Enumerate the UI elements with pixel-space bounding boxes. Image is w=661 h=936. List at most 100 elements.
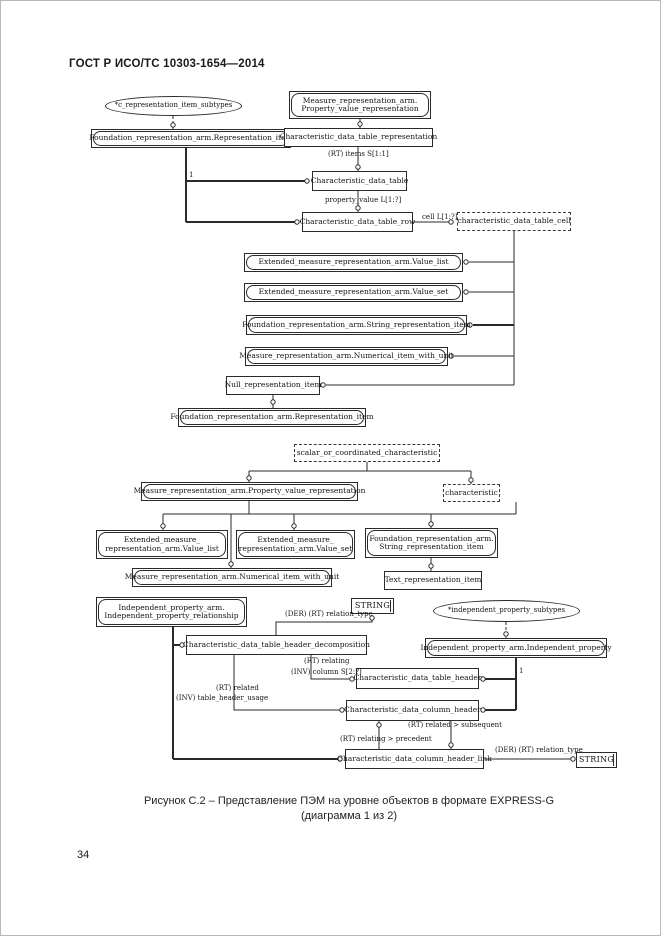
node-label: Characteristic_data_table_header: [353, 673, 482, 683]
node-label-line2: Independent_property_relationship: [104, 611, 239, 620]
node-inner-rounded-box: Measure_representation_arm.Property_valu…: [291, 93, 429, 117]
attr-label-cell: cell L[1:?]: [422, 213, 458, 221]
node-foundation-representation-item-ref-mid: Foundation_representation_arm.Representa…: [170, 408, 374, 427]
node-label: Characteristic_data_table: [310, 175, 409, 185]
node-characteristic-data-column-header: Characteristic_data_column_header: [344, 700, 481, 721]
node-characteristic-data-table-cell: characteristic_data_table_cell: [457, 212, 571, 231]
connector-line: [233, 655, 340, 711]
node-foundation-string-representation-item: Foundation_representation_arm.String_rep…: [365, 528, 498, 558]
node-label: Foundation_representation_arm.String_rep…: [242, 319, 471, 329]
node-label: scalar_or_coordinated_characteristic: [296, 447, 438, 457]
relationship-circle-marker: [480, 707, 486, 713]
relationship-circle-marker: [480, 676, 486, 682]
relationship-circle-marker: [503, 631, 509, 637]
document-header-title: ГОСТ Р ИСО/ТС 10303-1654—2014: [69, 58, 265, 70]
node-label: characteristic: [445, 487, 498, 497]
node-inner-rounded-box: Independent_property_arm.Independent_pro…: [98, 599, 245, 625]
node-characteristic-data-table: Characteristic_data_table: [310, 171, 409, 191]
node-characteristic-data-table-header: Characteristic_data_table_header: [353, 668, 482, 689]
attr-label-rt-related: (RT) related: [216, 684, 259, 692]
node-inner-rounded-box: Foundation_representation_arm.Representa…: [89, 131, 293, 146]
relationship-circle-marker: [428, 563, 434, 569]
node-label: STRING: [354, 600, 391, 610]
node-label-line2: String_representation_item: [379, 542, 484, 551]
node-inner-rounded-box: Measure_representation_arm.Numerical_ite…: [125, 570, 339, 585]
node-independent-property-relationship: Independent_property_arm.Independent_pro…: [96, 597, 247, 627]
node-null-representation-item: Null_representation_item: [224, 376, 322, 395]
relationship-circle-marker: [376, 722, 382, 728]
node-label: Characteristic_data_table_representation: [279, 132, 438, 142]
relationship-circle-marker: [339, 707, 345, 713]
relationship-circle-marker: [355, 164, 361, 170]
relationship-circle-marker: [468, 477, 474, 483]
figure-caption-line2: (диаграмма 1 из 2): [300, 810, 398, 823]
node-inner-rounded-box: Foundation_representation_arm.String_rep…: [242, 317, 471, 333]
node-measure-numerical-item-with-unit-wide: Measure_representation_arm.Numerical_ite…: [239, 347, 454, 366]
attr-label-der-rt-relation-type-bottom: (DER) (RT) relation_type: [495, 746, 583, 754]
node-inner-rounded-box: Measure_representation_arm.Property_valu…: [134, 484, 365, 499]
connector-line: [310, 655, 350, 680]
node-foundation-representation-item-ref-top: Foundation_representation_arm.Representa…: [89, 129, 293, 148]
relationship-circle-marker: [270, 399, 276, 405]
relationship-circle-marker: [357, 121, 363, 127]
attr-label-cardinality-one-left: 1: [189, 171, 194, 179]
node-label-line2: Property_value_representation: [301, 104, 419, 113]
relationship-circle-marker: [294, 219, 300, 225]
attr-label-inv-table-header-usage: (INV) table_header_usage: [176, 694, 269, 702]
relationship-circle-marker: [320, 382, 326, 388]
relationship-circle-marker: [228, 561, 234, 567]
node-label: Null_representation_item: [224, 380, 322, 390]
relationship-circle-marker: [355, 205, 361, 211]
node-string-type-top: STRING: [351, 598, 394, 614]
relationship-circle-marker: [448, 742, 454, 748]
relationship-circle-marker: [246, 475, 252, 481]
node-inner-rounded-box: Foundation_representation_arm.Representa…: [170, 410, 374, 425]
attr-label-rt-relating: (RT) relating: [304, 657, 350, 665]
node-characteristic-data-table-representation: Characteristic_data_table_representation: [280, 128, 437, 147]
node-string-type-bottom: STRING: [576, 752, 617, 768]
node-inner-rounded-box: Independent_property_arm.Independent_pro…: [420, 640, 612, 656]
node-label: STRING: [578, 754, 615, 764]
relationship-circle-marker: [304, 178, 310, 184]
node-inner-rounded-box: Extended_measure_representation_arm.Valu…: [238, 532, 353, 557]
node-label: Measure_representation_arm.Numerical_ite…: [239, 351, 454, 361]
node-independent-property: Independent_property_arm.Independent_pro…: [420, 638, 612, 658]
node-label: Characteristic_data_table_header_decompo…: [182, 639, 371, 649]
node-label: Extended_measure_: [123, 535, 201, 545]
node-label: Extended_measure_representation_arm.Valu…: [258, 257, 449, 267]
node-c-representation-item-subtypes: *c_representation_item_subtypes: [105, 96, 242, 116]
node-characteristic: characteristic: [443, 484, 500, 502]
attr-label-cardinality-one-right: 1: [519, 667, 524, 675]
node-extended-measure-value-set: Extended_measure_representation_arm.Valu…: [236, 530, 355, 559]
node-extended-measure-value-list-wide: Extended_measure_representation_arm.Valu…: [244, 253, 463, 272]
node-inner-rounded-box: Extended_measure_representation_arm.Valu…: [246, 255, 461, 270]
node-inner-rounded-box: Extended_measure_representation_arm.Valu…: [246, 285, 461, 300]
node-scalar-or-coordinated-characteristic: scalar_or_coordinated_characteristic: [294, 444, 440, 462]
node-measure-property-value-representation-ref-mid: Measure_representation_arm.Property_valu…: [134, 482, 365, 501]
node-foundation-string-representation-item-wide: Foundation_representation_arm.String_rep…: [242, 315, 471, 335]
relationship-circle-marker: [349, 676, 355, 682]
node-label: *independent_property_subtypes: [447, 606, 566, 615]
node-label: *c_representation_item_subtypes: [114, 101, 233, 110]
relationship-circle-marker: [291, 523, 297, 529]
node-label: Measure_representation_arm.Numerical_ite…: [124, 572, 340, 582]
node-label: Text_representation_item: [384, 575, 482, 585]
relationship-circle-marker: [448, 219, 454, 225]
node-label: Measure_representation_arm.: [302, 95, 418, 105]
relationship-circle-marker: [179, 642, 185, 648]
node-characteristic-data-column-header-link: Characteristic_data_column_header_link: [337, 749, 492, 769]
attr-label-rt-relating-precedent: (RT) relating > precedent: [340, 735, 432, 743]
node-label: Characteristic_data_column_header: [344, 705, 481, 715]
node-characteristic-data-table-row: Characteristic_data_table_row: [299, 212, 416, 232]
figure-caption: Рисунок С.2 – Представление ПЭМ на уровн…: [71, 794, 627, 825]
node-measure-numerical-item-with-unit: Measure_representation_arm.Numerical_ite…: [125, 568, 339, 587]
attr-label-property-value: property_value L[1:?]: [325, 196, 402, 204]
relationship-circle-marker: [570, 756, 576, 762]
node-label: Foundation_representation_arm.Representa…: [170, 412, 374, 422]
node-label: Independent_property_arm.: [118, 602, 225, 612]
node-independent-property-subtypes: *independent_property_subtypes: [433, 600, 580, 622]
node-inner-rounded-box: Extended_measure_representation_arm.Valu…: [98, 532, 226, 557]
node-label: Characteristic_data_table_row: [299, 216, 416, 226]
